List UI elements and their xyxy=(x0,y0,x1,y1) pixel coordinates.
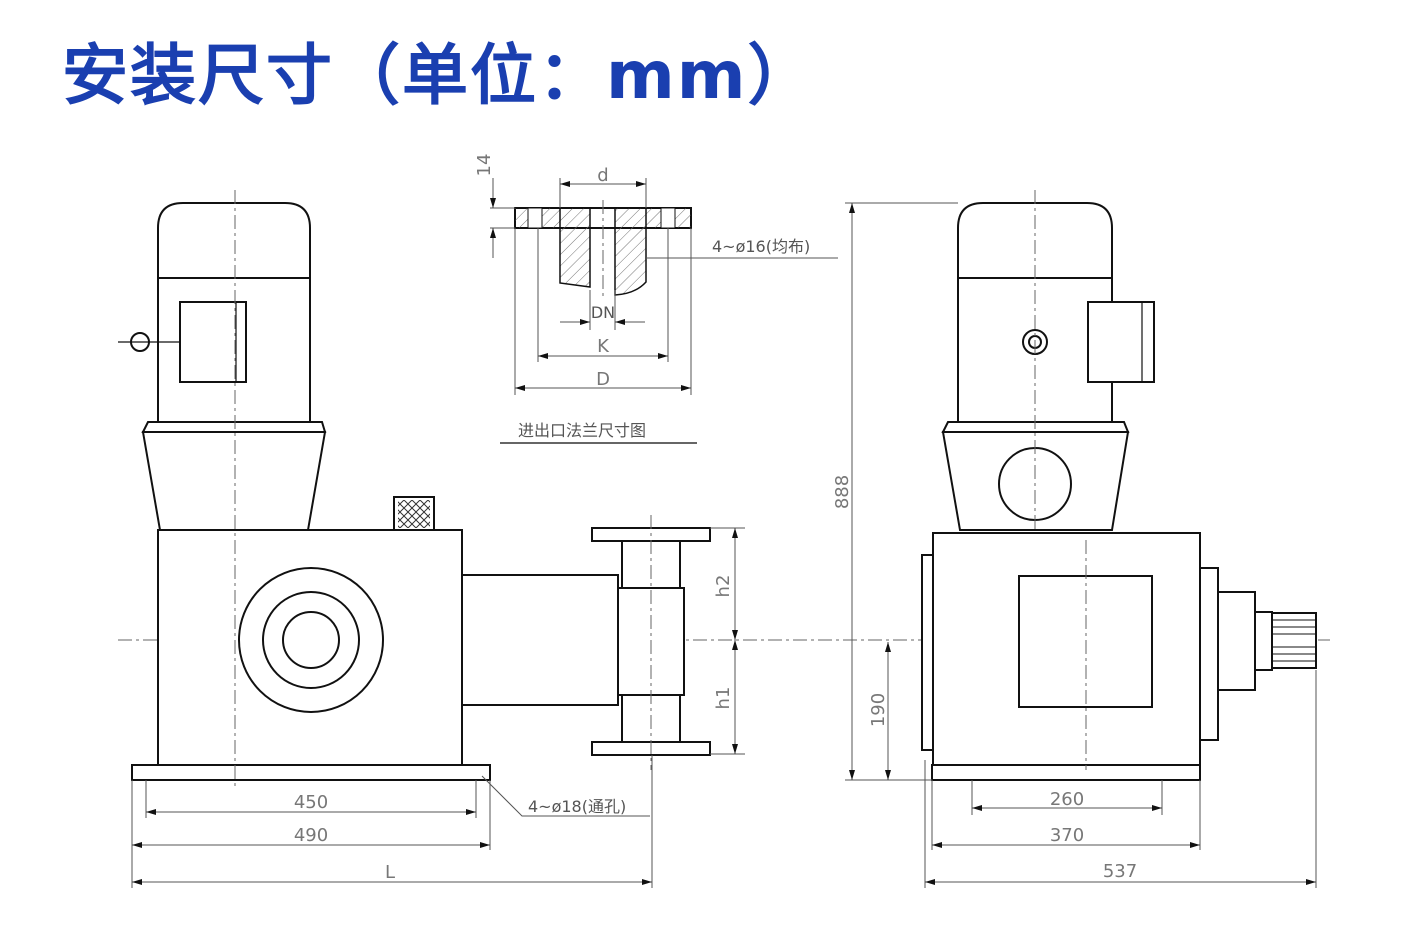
front-view: h2 h1 450 490 L 4~ø18(通孔) xyxy=(118,190,745,888)
dim-537: 537 xyxy=(1103,861,1137,882)
dim-DN: DN xyxy=(591,303,615,322)
side-view: 888 190 260 370 537 xyxy=(832,190,1317,888)
dim-490: 490 xyxy=(294,825,328,846)
spline-shaft xyxy=(1271,612,1317,669)
dim-h2: h2 xyxy=(713,575,734,598)
dim-K: K xyxy=(597,336,610,357)
dim-d: d xyxy=(597,165,608,186)
dim-260: 260 xyxy=(1050,789,1084,810)
flange-holes-note: 4~ø16(均布) xyxy=(712,237,810,256)
adapter-cone xyxy=(141,431,327,531)
adapter-flange xyxy=(141,421,327,433)
motor-fan-cover xyxy=(157,202,311,279)
flange-caption: 进出口法兰尺寸图 xyxy=(518,421,646,440)
base-holes-note: 4~ø18(通孔) xyxy=(528,797,626,816)
dim-190: 190 xyxy=(868,693,889,727)
cylinder xyxy=(461,574,619,706)
terminal-box-side xyxy=(1087,301,1155,383)
dim-L: L xyxy=(385,862,395,883)
page-title: 安装尺寸（单位：mm） xyxy=(62,37,816,114)
flange-detail: d 14 DN K D 4~ø16(均布) 进出口法兰尺寸图 xyxy=(474,154,838,444)
dim-h1: h1 xyxy=(713,687,734,710)
dim-888: 888 xyxy=(832,475,853,509)
dim-D: D xyxy=(596,369,610,390)
dim-370: 370 xyxy=(1050,825,1084,846)
dim-450: 450 xyxy=(294,792,328,813)
base-plate xyxy=(131,764,491,781)
dim-14: 14 xyxy=(474,154,495,177)
